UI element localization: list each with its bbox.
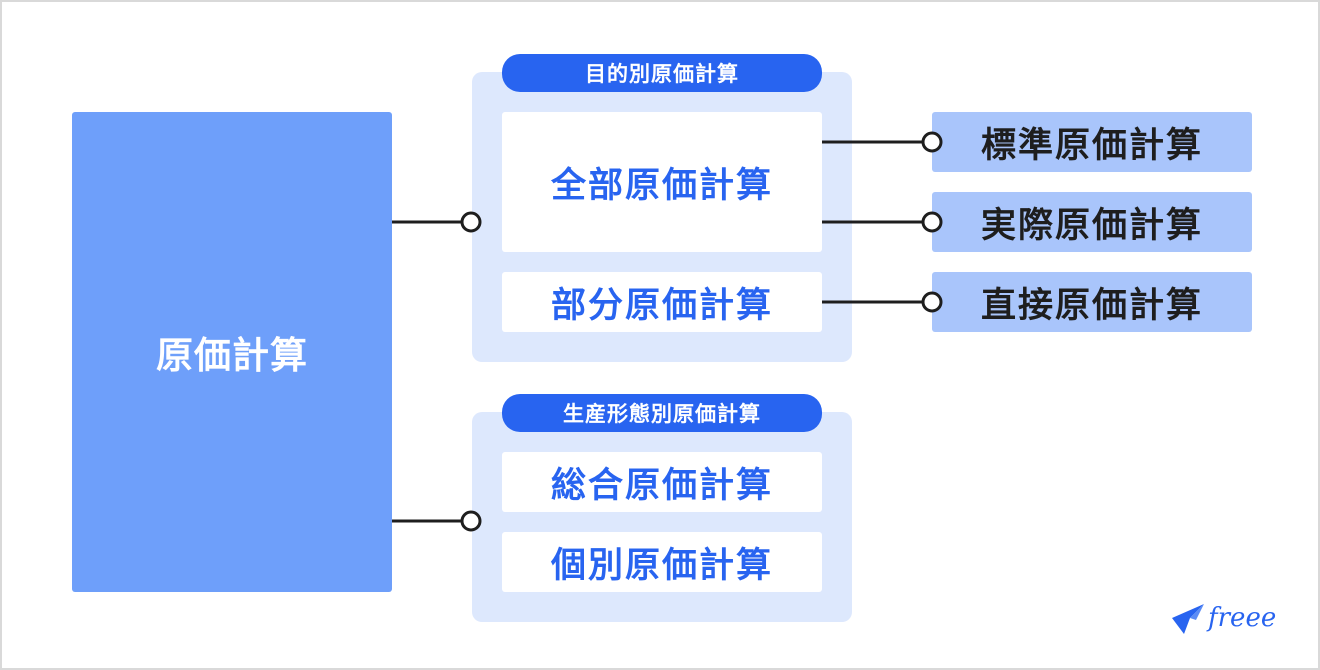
leaf-standard-costing: 標準原価計算: [932, 112, 1252, 172]
item-partial-costing-label: 部分原価計算: [550, 285, 773, 326]
item-process-costing-label: 総合原価計算: [550, 465, 773, 506]
root-node: 原価計算: [72, 112, 392, 592]
item-full-costing: 全部原価計算: [502, 112, 822, 252]
freee-logo-text: freee: [1208, 603, 1277, 633]
connector-node-standard: [921, 131, 943, 153]
leaf-actual-costing: 実際原価計算: [932, 192, 1252, 252]
group-production-title-text: 生産形態別原価計算: [563, 402, 761, 426]
freee-logo: freee: [1170, 596, 1294, 640]
item-partial-costing: 部分原価計算: [502, 272, 822, 332]
connector-node-direct: [921, 291, 943, 313]
connector-node-group-purpose: [460, 211, 482, 233]
group-purpose-title: 目的別原価計算: [502, 54, 822, 92]
root-node-label: 原価計算: [156, 334, 308, 377]
leaf-direct-costing-label: 直接原価計算: [980, 285, 1203, 326]
leaf-actual-costing-label: 実際原価計算: [980, 205, 1203, 246]
connector-node-group-production: [460, 510, 482, 532]
connector-node-actual: [921, 211, 943, 233]
item-job-costing-label: 個別原価計算: [550, 545, 773, 586]
leaf-standard-costing-label: 標準原価計算: [980, 125, 1203, 166]
item-process-costing: 総合原価計算: [502, 452, 822, 512]
bird-icon: [1172, 604, 1204, 634]
item-full-costing-label: 全部原価計算: [550, 165, 773, 206]
group-production-title: 生産形態別原価計算: [502, 394, 822, 432]
item-job-costing: 個別原価計算: [502, 532, 822, 592]
group-purpose-title-text: 目的別原価計算: [585, 62, 739, 86]
leaf-direct-costing: 直接原価計算: [932, 272, 1252, 332]
